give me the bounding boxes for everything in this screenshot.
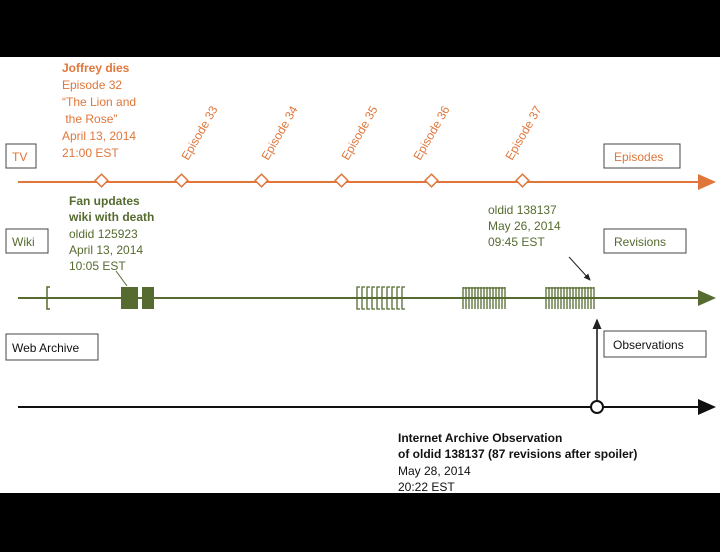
- episodes-box-label: Episodes: [614, 150, 663, 164]
- wiki-event-pointer: [115, 270, 128, 287]
- wiki-event-title: Fan updates: [69, 194, 140, 208]
- episode-marker: [174, 173, 189, 188]
- revision-tick: [371, 286, 375, 310]
- revision-note-line: May 26, 2014: [488, 219, 561, 233]
- episode-marker: [424, 173, 439, 188]
- revision-marks: [46, 286, 595, 310]
- wiki-event-line: oldid 125923: [69, 227, 138, 241]
- revision-note-line: 09:45 EST: [488, 235, 545, 249]
- tv-event-marker: [94, 173, 109, 188]
- web-archive-track-label: Web Archive: [12, 341, 79, 355]
- tv-event-line: Episode 32: [62, 78, 122, 92]
- revision-tick: [366, 286, 370, 310]
- wiki-track-label-box: [5, 228, 49, 254]
- archive-event-line: 20:22 EST: [398, 480, 455, 493]
- episode-label: Episode 36: [410, 103, 452, 162]
- revision-block: [142, 287, 154, 309]
- wiki-event-title: wiki with death: [68, 210, 154, 224]
- wiki-event-line: 10:05 EST: [69, 259, 126, 273]
- revision-note-line: oldid 138137: [488, 203, 557, 217]
- episode-label: Episode 33: [178, 103, 220, 162]
- tv-event-line: April 13, 2014: [62, 129, 136, 143]
- timeline-svg: TV Episodes Joffrey dies Episode 32 “The…: [5, 61, 716, 493]
- episode-label: Episode 35: [338, 103, 380, 162]
- tv-event-line: the Rose”: [62, 112, 117, 126]
- wiki-event-line: April 13, 2014: [69, 243, 143, 257]
- observations-box: [603, 330, 707, 358]
- revision-cluster: [356, 286, 405, 310]
- archive-event-title: Internet Archive Observation: [398, 431, 562, 445]
- tv-track-label: TV: [12, 150, 27, 164]
- archive-event-line: May 28, 2014: [398, 464, 471, 478]
- episode-marker: [334, 173, 349, 188]
- tv-event-line: “The Lion and: [62, 95, 136, 109]
- revision-tick: [401, 286, 405, 310]
- episode-label: Episode 34: [258, 103, 300, 162]
- revision-tick: [376, 286, 380, 310]
- observation-marker: [590, 400, 604, 414]
- revision-note-pointer: [568, 256, 591, 281]
- archive-event-title: of oldid 138137 (87 revisions after spoi…: [398, 447, 637, 461]
- wiki-track-label: Wiki: [12, 235, 35, 249]
- observations-box-label: Observations: [613, 338, 684, 352]
- revision-tick: [396, 286, 400, 310]
- revision-tick: [46, 286, 50, 310]
- revision-tick: [386, 286, 390, 310]
- revisions-box: [603, 228, 687, 254]
- revision-tick: [361, 286, 365, 310]
- revision-tick: [391, 286, 395, 310]
- revision-tick: [356, 286, 360, 310]
- revisions-box-label: Revisions: [614, 235, 666, 249]
- episode-label: Episode 37: [502, 103, 544, 162]
- episode-marker: [254, 173, 269, 188]
- revision-cluster: [545, 287, 595, 309]
- revision-tick: [381, 286, 385, 310]
- tv-track-label-box: [5, 143, 37, 169]
- revision-block: [121, 287, 138, 309]
- tv-event-line: 21:00 EST: [62, 146, 119, 160]
- revision-cluster: [462, 287, 506, 309]
- web-archive-label-box: [5, 333, 99, 361]
- episodes-box: [603, 143, 681, 169]
- timeline-diagram: TV Episodes Joffrey dies Episode 32 “The…: [0, 57, 720, 493]
- tv-event-title: Joffrey dies: [62, 61, 130, 75]
- episode-marker: [515, 173, 530, 188]
